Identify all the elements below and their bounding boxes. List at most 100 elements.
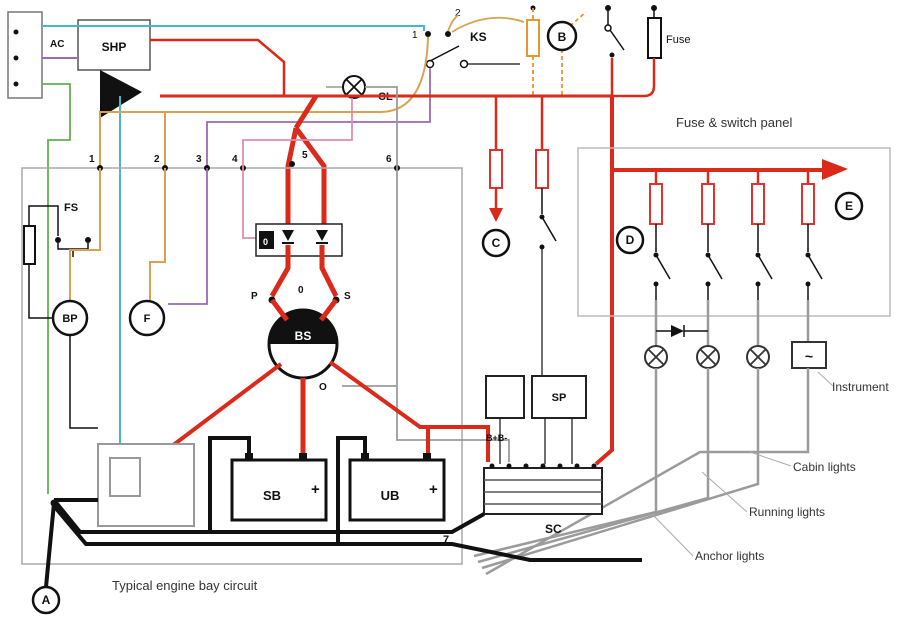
wire-purple-lower	[168, 168, 208, 305]
ac-terminal-dot	[13, 81, 19, 87]
red-arrow-icon	[822, 159, 848, 180]
switch-contact	[755, 281, 761, 287]
wire-red	[612, 58, 656, 98]
fuse-icon	[647, 17, 662, 59]
switch-blade	[707, 254, 723, 280]
wire-orange-dashed	[569, 11, 587, 27]
sp-sc-section: SP B+B- SC	[483, 375, 603, 536]
ks-terminal-1-label: 1	[412, 30, 418, 41]
shp-label: SHP	[102, 40, 127, 54]
wire-tan-stub	[447, 14, 459, 32]
sc-terminal-dot	[591, 463, 597, 469]
fs-label: FS	[64, 202, 78, 214]
bs-zero-label: 0	[298, 285, 304, 296]
wire-black-gnd-bus2	[52, 504, 642, 562]
wire-red-c-feeds	[494, 96, 544, 150]
diode-icon	[316, 230, 328, 241]
sc-terminal-dot	[557, 463, 563, 469]
ks-switch-contact	[425, 59, 435, 69]
switch-contact	[604, 24, 612, 32]
instrument-label: Instrument	[832, 380, 889, 394]
ks-switch-blade	[429, 45, 460, 62]
sc-bplus-label: B+B-	[486, 433, 507, 443]
fuse-icon	[701, 183, 715, 225]
fuse-icon	[751, 183, 765, 225]
starter-box	[109, 457, 141, 497]
ub-battery-box	[348, 458, 446, 522]
wire-pink-lower	[242, 168, 256, 239]
wire-red-bs-stubs	[270, 298, 338, 322]
node-b-label: B	[558, 30, 567, 44]
lamp-x-icon	[647, 348, 665, 366]
terminal-6-label: 6	[386, 154, 392, 165]
diode-icon	[282, 230, 294, 241]
terminal-1-label: 1	[89, 154, 95, 165]
diode-block-tag	[259, 231, 274, 249]
red-arrow-down-icon	[489, 208, 503, 222]
gray-feed-wires	[654, 300, 810, 346]
sb-plus-label: +	[311, 481, 320, 498]
switch-contact	[653, 281, 659, 287]
outputs-section: ~ Instrument Cabin lights Running lights…	[473, 300, 889, 576]
ac-label: AC	[50, 39, 64, 50]
sp-leads	[499, 418, 573, 464]
shore-plug-shape	[100, 70, 142, 118]
bs-s-label: S	[344, 291, 351, 302]
fs-switch-contact	[85, 237, 91, 243]
fuse-icon	[801, 183, 815, 225]
switch-blade	[541, 216, 557, 242]
label-pointer-line	[817, 371, 834, 387]
terminal-5-label: 5	[302, 150, 308, 161]
node-c-label: C	[492, 236, 501, 250]
node-a-circle	[31, 585, 61, 615]
switch-blade	[609, 29, 625, 51]
sb-battery-box	[230, 458, 328, 522]
wire-black-ub-neg	[336, 436, 367, 544]
wire-red-split	[293, 94, 319, 130]
ks-terminal-2-label: 2	[455, 8, 461, 19]
fuse-icon	[489, 149, 503, 189]
f-label: F	[144, 313, 151, 325]
node-e-circle	[834, 191, 864, 221]
wire-red-to-s	[319, 245, 339, 298]
wire-black-to-a	[44, 502, 56, 588]
running-lights-label: Running lights	[749, 505, 825, 519]
terminal-4-label: 4	[232, 154, 238, 165]
wire-red-to-sc	[594, 172, 614, 466]
ub-label: UB	[381, 488, 400, 503]
battery-post	[361, 453, 369, 461]
terminal-3-label: 3	[196, 154, 202, 165]
panel-switches	[653, 252, 823, 287]
wire-gray-main	[365, 86, 510, 462]
shp-box	[77, 19, 151, 71]
key-switch-section: KS 1 2	[99, 8, 520, 168]
wire-pink-upper	[242, 98, 353, 168]
instrument-box	[791, 341, 827, 369]
label-pointer-line	[701, 471, 748, 513]
gray-return-wire	[481, 368, 760, 570]
anchor-lights-label: Anchor lights	[695, 549, 764, 563]
wire-red-to-p	[269, 245, 291, 298]
switch-contact	[539, 244, 545, 250]
panel-fuse-leads	[654, 170, 810, 184]
f-circle	[128, 299, 166, 337]
node-b-circle	[546, 20, 578, 52]
lamp-x-icon	[699, 348, 717, 366]
ks-label: KS	[470, 30, 487, 44]
ks-terminal-dot-1	[425, 31, 431, 37]
panel-box	[577, 147, 891, 317]
wire-red-branch-left	[285, 127, 299, 224]
node-d-label: D	[626, 233, 635, 247]
ground-section: A	[31, 498, 642, 615]
lamp-x-icon	[345, 78, 363, 96]
fuse-icon	[649, 183, 663, 225]
wire-black-bp	[69, 335, 98, 429]
sc-terminal-dot	[540, 463, 546, 469]
node-a-label: A	[42, 593, 51, 607]
wire-tan-to-bp	[69, 168, 101, 301]
instrument-wave-icon: ~	[805, 348, 813, 364]
bs-label: BS	[295, 329, 312, 343]
switch-contact	[705, 281, 711, 287]
terminal-7-label: 7	[443, 534, 449, 546]
battery-post	[423, 453, 431, 461]
